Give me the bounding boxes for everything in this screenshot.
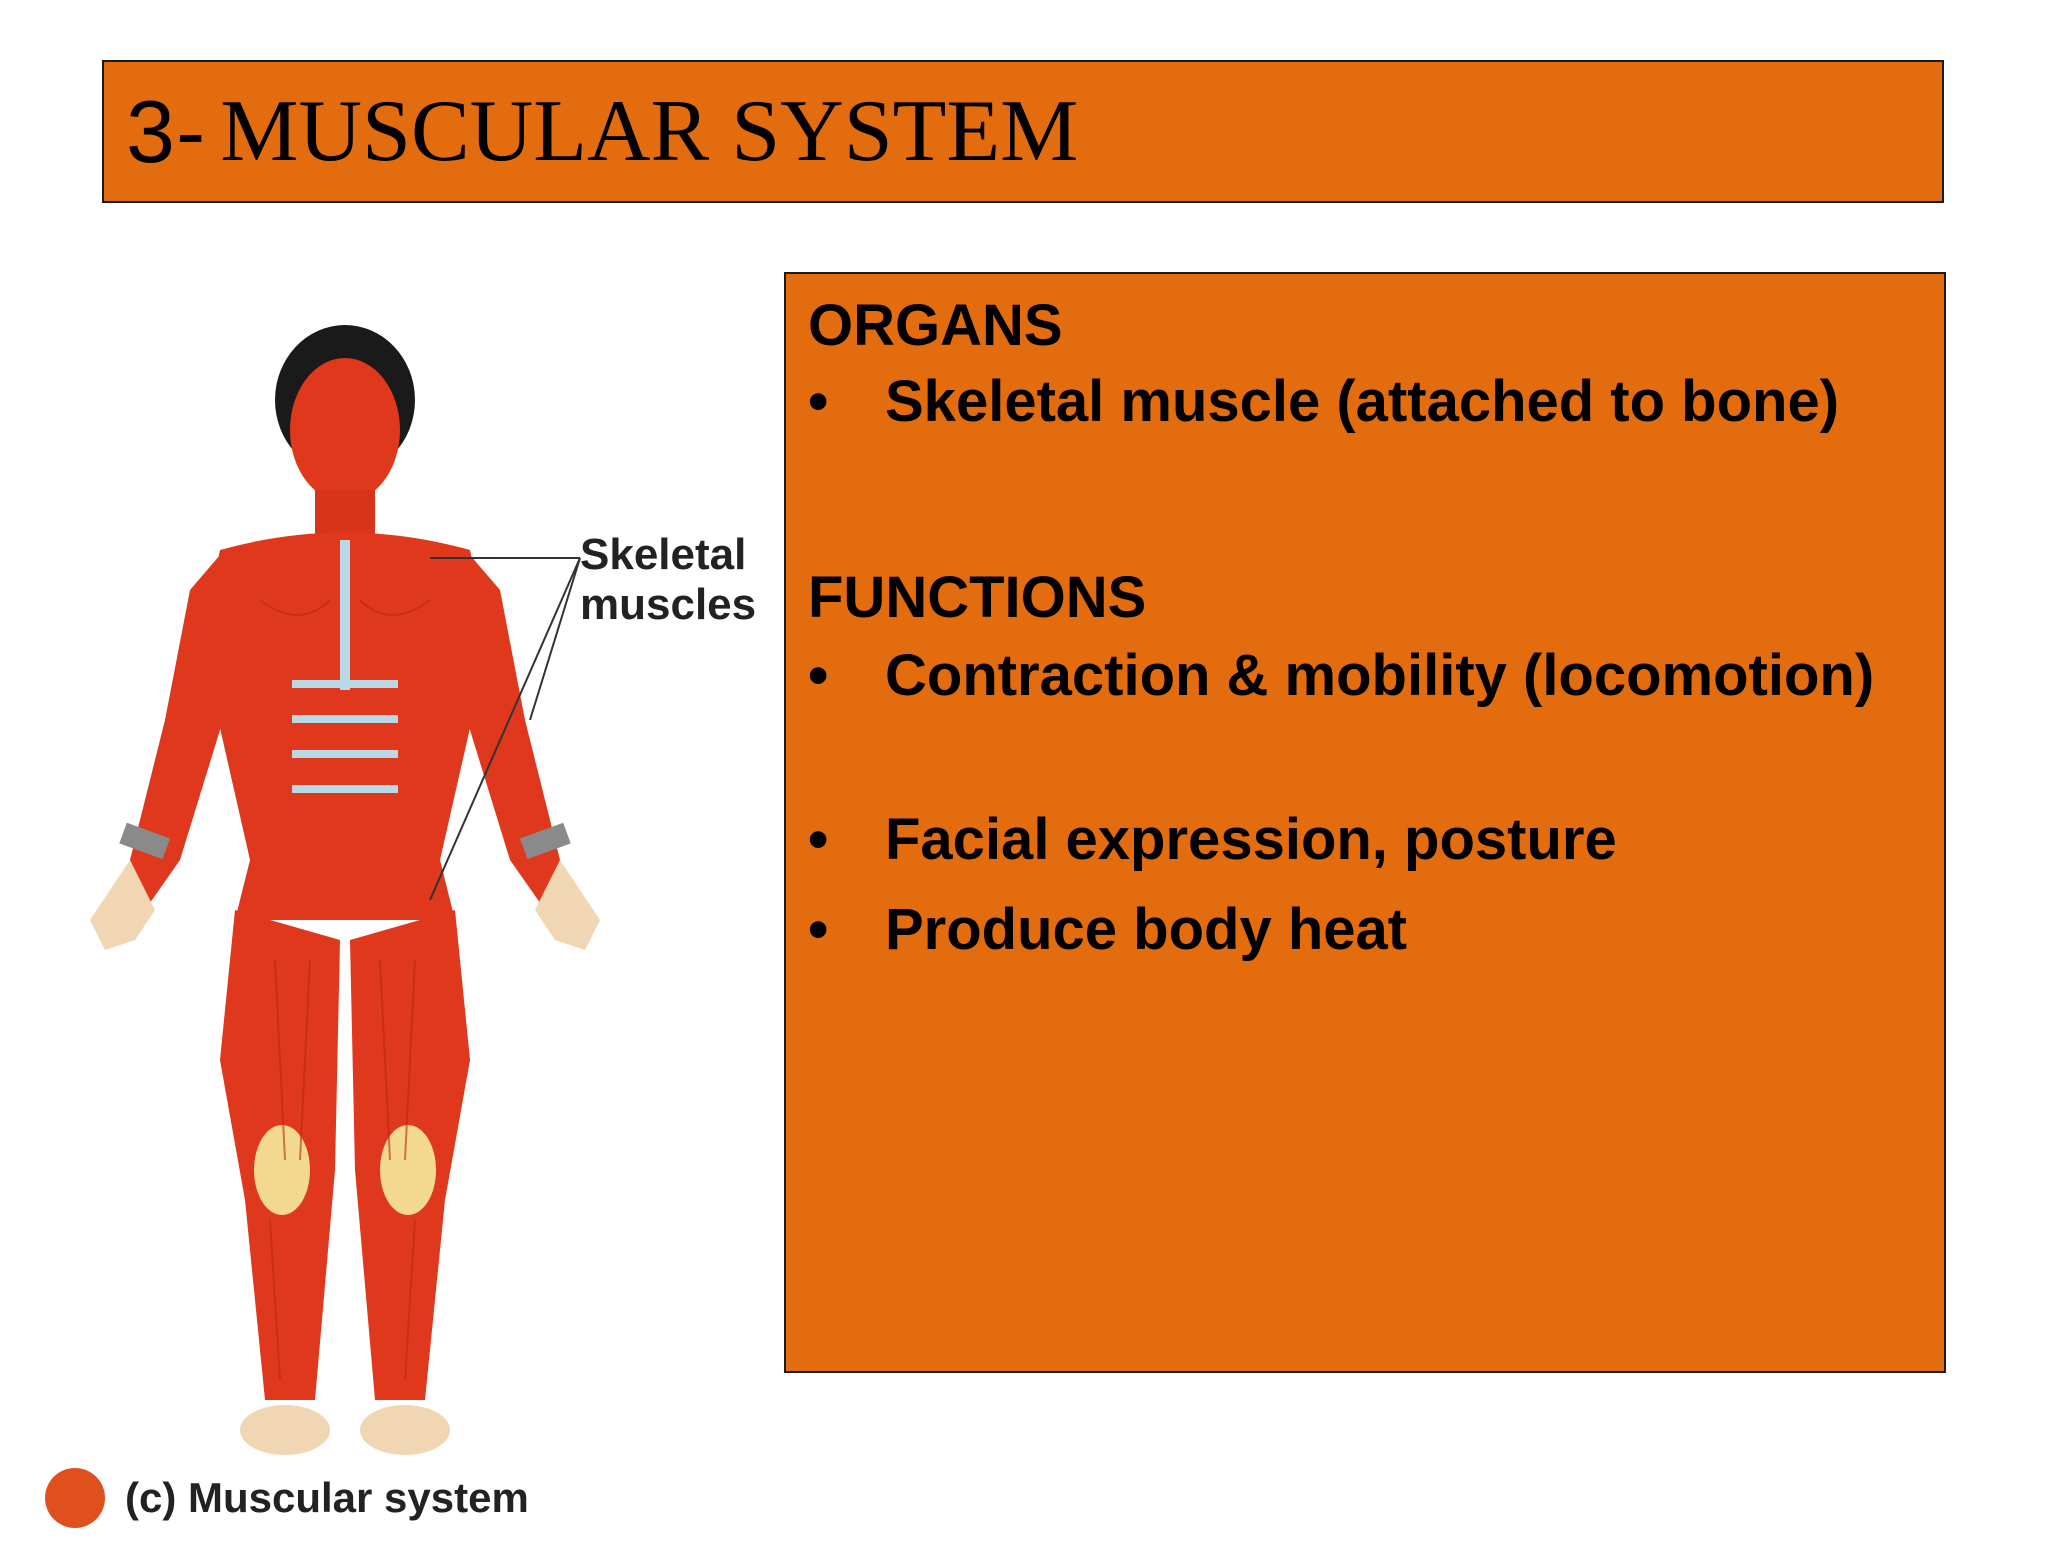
- right-foot: [360, 1405, 450, 1455]
- organs-item-text: Skeletal muscle (attached to bone): [885, 369, 1840, 434]
- left-foot: [240, 1405, 330, 1455]
- left-arm-muscles: [110, 555, 235, 910]
- functions-item-text: Facial expression, posture: [885, 807, 1617, 872]
- right-knee: [380, 1125, 436, 1215]
- figure-caption: (c) Muscular system: [45, 1468, 529, 1528]
- bullet-icon: •: [808, 897, 829, 962]
- caption-dot-icon: [45, 1468, 105, 1528]
- human-muscle-illustration: [90, 325, 600, 1455]
- callout-lines: [429, 557, 581, 901]
- organs-heading: ORGANS: [808, 293, 1063, 358]
- functions-item-text: Produce body heat: [885, 897, 1408, 962]
- functions-item-1: • Contraction & mobility (locomotion): [808, 638, 1924, 714]
- organs-item-1: • Skeletal muscle (attached to bone): [808, 364, 1924, 440]
- slide-number: 3-: [126, 81, 207, 181]
- bullet-icon: •: [808, 369, 829, 434]
- bullet-icon: •: [808, 643, 829, 708]
- functions-heading: FUNCTIONS: [808, 565, 1147, 630]
- functions-item-2: • Facial expression, posture: [808, 802, 1924, 878]
- caption-text: (c) Muscular system: [125, 1474, 529, 1521]
- functions-item-3: • Produce body heat: [808, 892, 1924, 968]
- slide-title-bar: 3- MUSCULAR SYSTEM: [102, 60, 1944, 203]
- left-knee: [254, 1125, 310, 1215]
- right-arm-muscles: [455, 555, 580, 910]
- sternum-tendon: [340, 540, 350, 690]
- bullet-icon: •: [808, 807, 829, 872]
- functions-item-text: Contraction & mobility (locomotion): [885, 643, 1875, 708]
- skeletal-muscles-callout: Skeletal muscles: [580, 530, 756, 630]
- left-hand: [90, 860, 155, 950]
- content-panel: ORGANS • Skeletal muscle (attached to bo…: [784, 272, 1946, 1373]
- muscular-system-figure: [60, 300, 780, 1536]
- head-muscles: [290, 358, 400, 502]
- slide-title: MUSCULAR SYSTEM: [220, 83, 1079, 180]
- callout-line-2: muscles: [580, 580, 757, 629]
- callout-line-1: Skeletal: [580, 530, 747, 579]
- right-hand: [535, 860, 600, 950]
- torso-muscles: [200, 532, 490, 920]
